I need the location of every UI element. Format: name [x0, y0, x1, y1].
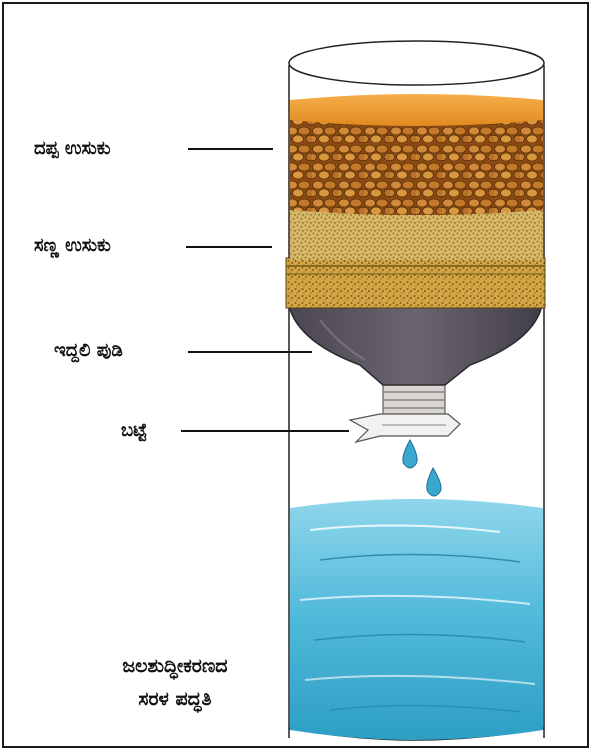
fine-sand-bottle-layer [286, 258, 545, 308]
label-cloth: ಬಟ್ಟೆ [121, 420, 147, 441]
caption-line-2: ಸರಳ ಪದ್ಧತಿ [70, 683, 280, 716]
label-charcoal: ಇದ್ದಲಿ ಪುಡಿ [54, 340, 123, 361]
label-fine-sand: ಸಣ್ಣ ಉಸುಕು [34, 235, 111, 256]
caption-line-1: ಜಲಶುದ್ಧೀಕರಣದ [70, 650, 280, 683]
leader-fine-sand [186, 246, 272, 248]
top-layer [290, 94, 543, 126]
cloth-wrap [350, 414, 460, 442]
leader-coarse-sand [188, 148, 273, 150]
filtered-water [290, 499, 543, 740]
diagram-caption: ಜಲಶುದ್ಧೀಕರಣದ ಸರಳ ಪದ್ಧತಿ [70, 650, 280, 716]
leader-cloth [181, 430, 349, 432]
leader-charcoal [188, 351, 312, 353]
water-drops [403, 440, 441, 496]
label-coarse-sand: ದಪ್ಪ ಉಸುಕು [34, 138, 111, 159]
charcoal-layer [288, 300, 543, 385]
